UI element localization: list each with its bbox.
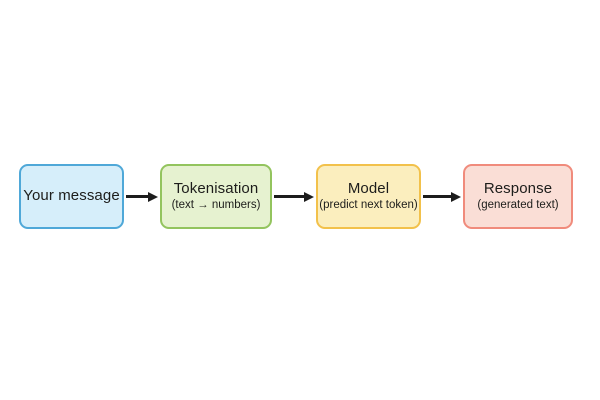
pipeline-row: Your message Tokenisation (text → number… (19, 164, 573, 229)
arrowhead-icon (451, 191, 461, 202)
arrow-connector (124, 164, 160, 229)
arrowhead-icon (304, 191, 314, 202)
node-subtitle: (predict next token) (319, 199, 418, 212)
node-subtitle: (generated text) (477, 199, 559, 212)
node-title: Tokenisation (173, 179, 259, 197)
node-title: Response (483, 179, 553, 197)
node-title: Your message (23, 187, 120, 205)
arrowhead-icon (148, 191, 158, 202)
arrow-connector (272, 164, 316, 229)
node-subtitle: (text → numbers) (171, 199, 261, 212)
arrow-shaft (274, 195, 304, 198)
arrow-connector (421, 164, 463, 229)
node-model: Model (predict next token) (316, 164, 421, 229)
arrow-shaft (423, 195, 451, 198)
node-title: Model (347, 179, 390, 197)
arrow-shaft (126, 195, 148, 198)
node-response: Response (generated text) (463, 164, 573, 229)
node-tokenisation: Tokenisation (text → numbers) (160, 164, 272, 229)
node-your-message: Your message (19, 164, 124, 229)
